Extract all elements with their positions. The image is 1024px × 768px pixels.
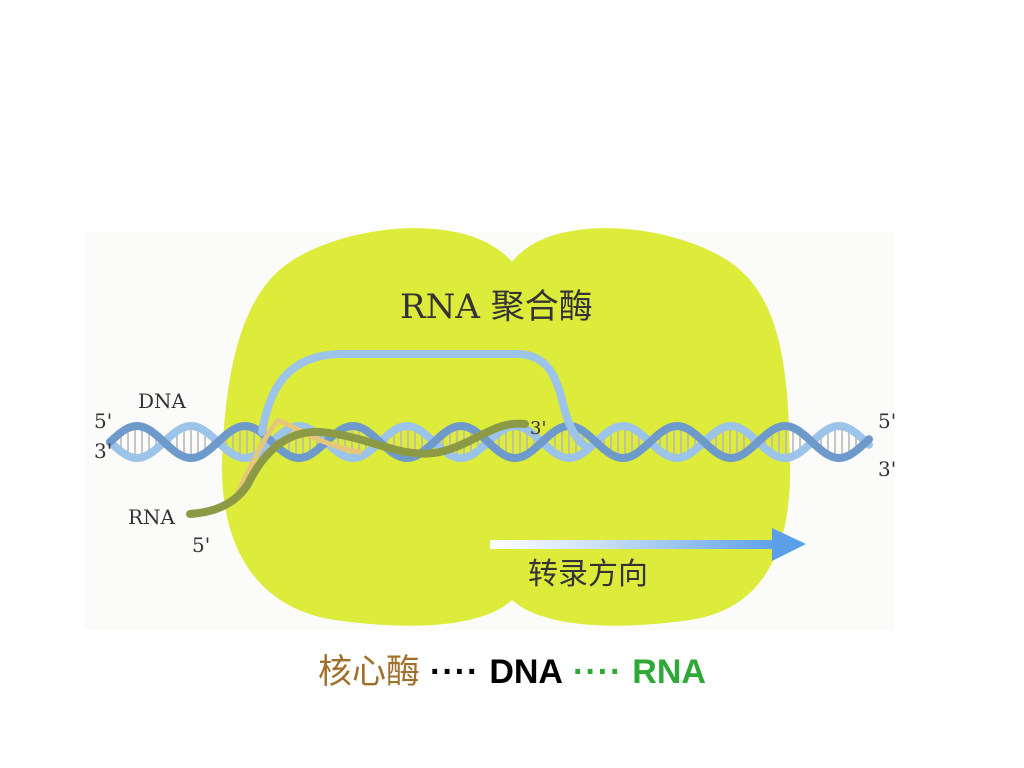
dna-template-strand bbox=[106, 421, 873, 463]
direction-arrow-shaft bbox=[490, 540, 780, 549]
enzyme-label: RNA 聚合酶 bbox=[400, 287, 593, 327]
template-pairing-segment bbox=[235, 416, 363, 495]
dna-3prime-right-label: 3' bbox=[878, 457, 896, 481]
caption-rna: RNA bbox=[632, 653, 706, 691]
dna-label: DNA bbox=[138, 389, 187, 413]
dna-double-helix bbox=[106, 421, 873, 463]
caption-separator: ···· bbox=[430, 653, 480, 691]
rna-5prime-label: 5' bbox=[192, 533, 210, 557]
dna-5prime-right-label: 5' bbox=[878, 409, 896, 433]
caption-term: 核心酶 bbox=[318, 652, 421, 692]
rna-3prime-label: 3' bbox=[530, 418, 546, 439]
direction-label: 转录方向 bbox=[528, 557, 648, 592]
unwound-dna-loop bbox=[258, 350, 592, 452]
rna-transcript bbox=[186, 419, 529, 518]
caption-separator: ···· bbox=[573, 653, 623, 691]
rna-label: RNA bbox=[128, 505, 176, 529]
dna-3prime-left-label: 3' bbox=[94, 439, 112, 463]
direction-arrow-head bbox=[772, 528, 806, 561]
dna-5prime-left-label: 5' bbox=[94, 409, 112, 433]
caption-dna: DNA bbox=[489, 653, 563, 691]
caption: 核心酶····DNA····RNA bbox=[0, 648, 1024, 696]
